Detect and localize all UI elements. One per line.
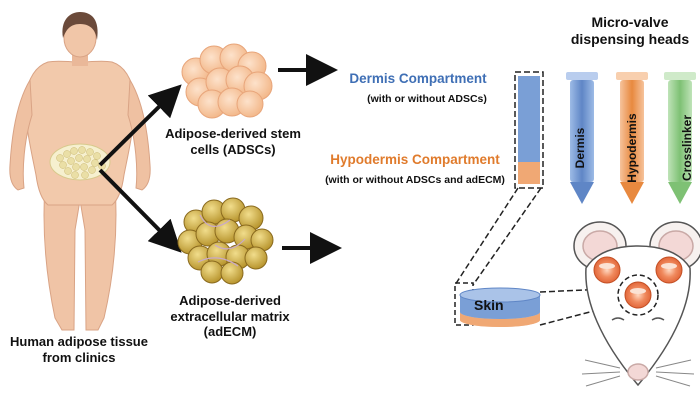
hypodermis-compartment-bar (518, 162, 540, 184)
compartment-column (514, 71, 544, 189)
syringe-hypodermis-label: Hypodermis (625, 113, 639, 183)
dermis-compartment-subtitle: (with or without ADSCs) (367, 93, 487, 105)
adecm-particle-cluster (177, 197, 274, 285)
arrow-to-adecm (98, 168, 182, 253)
skin-label: Skin (474, 297, 504, 313)
hypodermis-compartment-subtitle: (with or without ADSCs and adECM) (325, 174, 505, 186)
syringe-hypodermis (616, 72, 648, 204)
human-tissue-label: Human adipose tissue from clinics (10, 334, 148, 365)
syringe-crosslinker-label: Crosslinker (680, 114, 694, 182)
syringe-dermis-label: Dermis (573, 127, 587, 169)
skin-construct (454, 282, 541, 327)
dermis-compartment-bar (518, 76, 540, 162)
dispensing-heads-title: Micro-valve dispensing heads (570, 14, 690, 47)
arrow-to-adsc (98, 84, 182, 167)
syringe-crosslinker (664, 72, 696, 204)
adsc-label: Adipose-derived stem cells (ADSCs) (165, 126, 301, 157)
hypodermis-compartment-title: Hypodermis Compartment (330, 152, 500, 167)
human-figure (9, 12, 151, 331)
syringe-dermis (566, 72, 598, 204)
wound-targets (593, 256, 683, 316)
dermis-compartment-title: Dermis Compartment (349, 71, 487, 86)
adecm-label: Adipose-derived extracellular matrix (ad… (170, 293, 290, 340)
adsc-cell-cluster (181, 43, 273, 119)
